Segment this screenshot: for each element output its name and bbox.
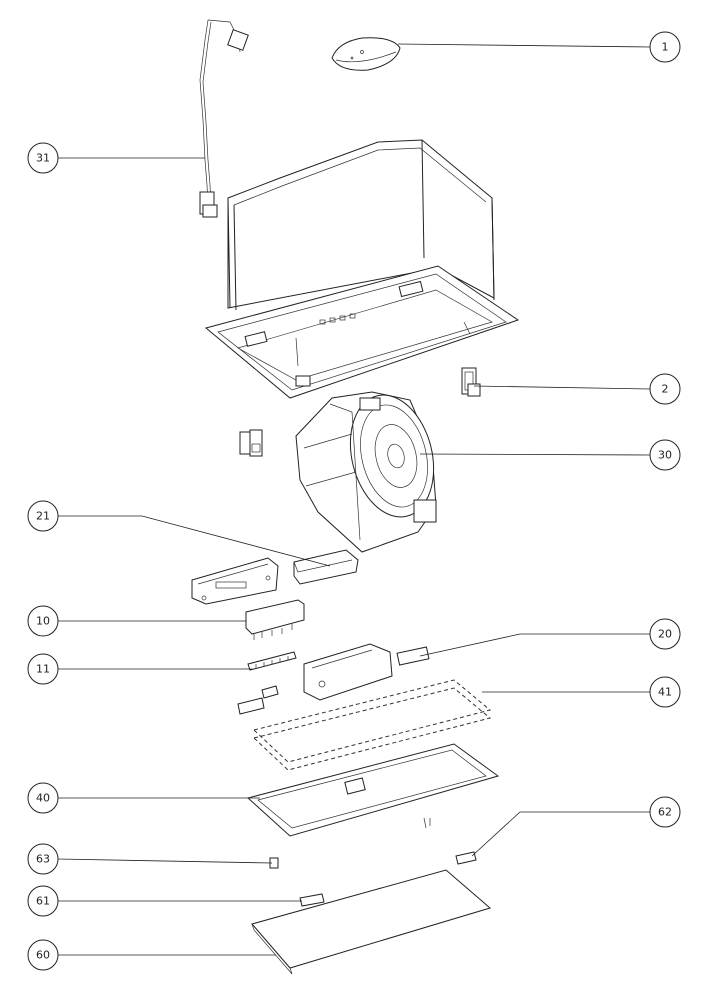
grease-filter-part bbox=[246, 743, 500, 837]
relay-box-part bbox=[293, 549, 359, 585]
callout-20: 20 bbox=[649, 618, 681, 650]
power-cord-part bbox=[199, 19, 249, 218]
callout-40: 40 bbox=[27, 782, 59, 814]
filter-frame-part bbox=[252, 679, 492, 771]
svg-text:30: 30 bbox=[658, 449, 672, 462]
callout-31: 31 bbox=[27, 142, 59, 174]
callout-41: 41 bbox=[649, 676, 681, 708]
switch-strip-part bbox=[247, 651, 297, 671]
callout-1: 1 bbox=[649, 31, 681, 63]
side-bracket-part bbox=[239, 429, 263, 457]
leader-lines bbox=[57, 43, 651, 956]
svg-text:62: 62 bbox=[658, 806, 672, 819]
svg-text:11: 11 bbox=[36, 663, 50, 676]
callout-11: 11 bbox=[27, 653, 59, 685]
svg-text:2: 2 bbox=[662, 383, 669, 396]
callout-61: 61 bbox=[27, 885, 59, 917]
callout-21: 21 bbox=[27, 500, 59, 532]
svg-text:1: 1 bbox=[662, 41, 669, 54]
svg-text:20: 20 bbox=[658, 628, 672, 641]
callout-30: 30 bbox=[649, 439, 681, 471]
callout-60: 60 bbox=[27, 939, 59, 971]
hood-housing-part bbox=[204, 139, 520, 399]
svg-text:40: 40 bbox=[36, 792, 50, 805]
callout-10: 10 bbox=[27, 605, 59, 637]
motor-blower-part bbox=[295, 391, 437, 553]
svg-text:61: 61 bbox=[36, 895, 50, 908]
svg-text:60: 60 bbox=[36, 949, 50, 962]
svg-text:31: 31 bbox=[36, 152, 50, 165]
callout-2: 2 bbox=[649, 373, 681, 405]
connector-part bbox=[237, 685, 279, 715]
svg-text:41: 41 bbox=[658, 686, 672, 699]
cover-plate-part bbox=[331, 37, 401, 71]
lower-control-housing-part bbox=[303, 643, 430, 701]
callout-63: 63 bbox=[27, 843, 59, 875]
control-box-part bbox=[191, 557, 279, 605]
callout-62: 62 bbox=[649, 796, 681, 828]
bracket-part bbox=[461, 367, 481, 397]
clip-63-part bbox=[269, 857, 279, 869]
clip-62-part bbox=[455, 851, 477, 865]
svg-text:63: 63 bbox=[36, 853, 50, 866]
clip-61-part bbox=[299, 893, 325, 907]
svg-text:21: 21 bbox=[36, 510, 50, 523]
bottom-panel-part bbox=[251, 869, 492, 975]
control-buttons bbox=[319, 313, 356, 325]
pcb-part bbox=[245, 599, 305, 640]
svg-text:10: 10 bbox=[36, 615, 50, 628]
